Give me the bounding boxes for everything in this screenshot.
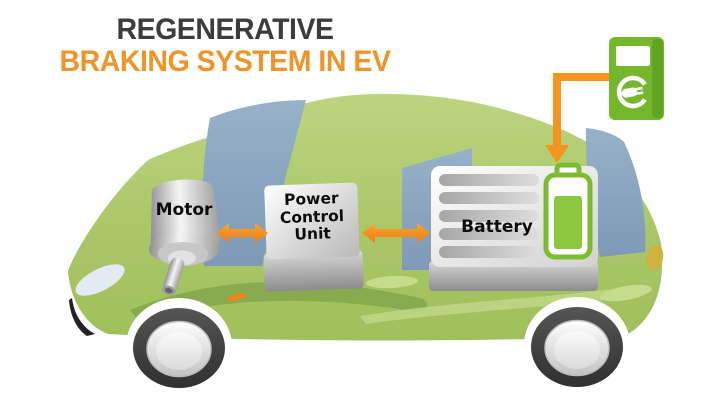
side-marker	[227, 293, 247, 301]
door-highlight	[366, 275, 418, 289]
arrow-pcu-battery	[362, 223, 430, 243]
front-wheel	[133, 308, 225, 388]
headlight	[75, 264, 125, 296]
front-hubcap-center	[156, 332, 202, 370]
rear-window-glass	[585, 128, 646, 257]
title-line-2: BRAKING SYSTEM IN EV	[59, 45, 391, 79]
front-bumper-accent	[69, 298, 95, 336]
page-title: REGENERATIVE BRAKING SYSTEM IN EV	[36, 13, 414, 79]
pcu-label: Power Control Unit	[260, 189, 364, 245]
motor-cylinder	[150, 179, 221, 248]
motor-label: Motor	[155, 200, 213, 220]
station-screen	[616, 46, 650, 66]
rear-highlight	[600, 284, 652, 302]
pcu-base	[263, 250, 364, 292]
pcu-graphic	[263, 182, 364, 292]
tail-light	[646, 245, 664, 271]
arrow-motor-pcu	[216, 223, 268, 243]
title-line-1: REGENERATIVE	[116, 13, 334, 46]
pcu-box	[264, 182, 360, 260]
charging-station	[609, 37, 664, 120]
battery-graphic	[429, 162, 598, 291]
lower-body-shade	[130, 281, 428, 322]
battery-base	[429, 261, 598, 291]
rear-hubcap-center	[554, 331, 600, 369]
station-side-shade	[652, 39, 663, 118]
battery-stripes	[439, 174, 539, 258]
rear-wheel	[531, 307, 623, 387]
battery-icon	[543, 162, 593, 260]
battery-label: Battery	[461, 217, 533, 237]
charger-arrow	[545, 73, 611, 163]
ev-plug-icon	[616, 75, 650, 109]
motor-shaft	[161, 257, 185, 296]
motor-graphic	[149, 179, 221, 296]
rocker-highlight	[360, 286, 634, 324]
pcu-label-line-3: Unit	[294, 224, 332, 244]
